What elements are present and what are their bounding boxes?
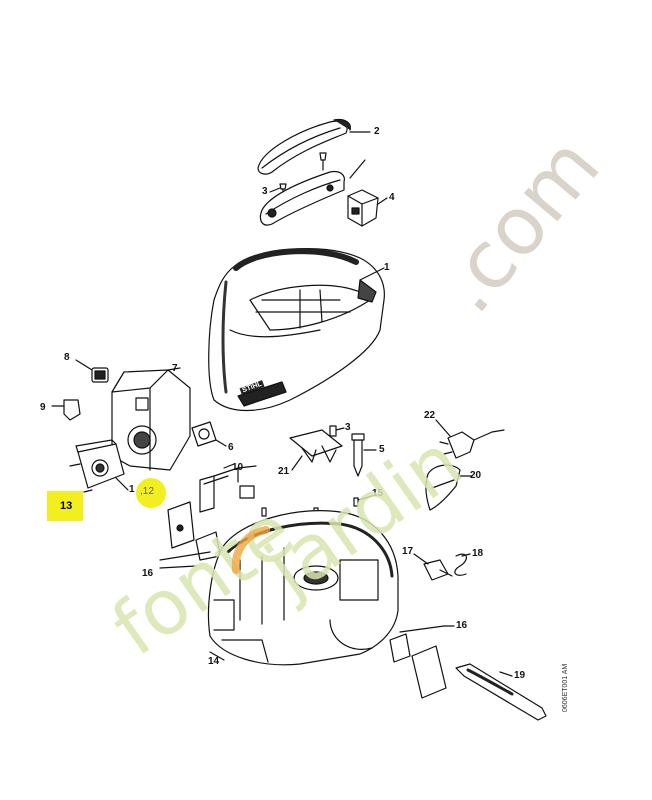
part-5-pin [351, 433, 365, 477]
part-9-clip [63, 399, 81, 421]
part-14-base [207, 510, 399, 666]
part-16-left [159, 501, 221, 561]
part-label: 20 [470, 470, 482, 481]
part-label: 19 [514, 670, 526, 681]
part-label: 4 [389, 192, 395, 203]
part-2-handle-cover [257, 118, 351, 175]
part-label: 8 [64, 352, 70, 363]
part-1-socket [75, 439, 125, 489]
part-label-13: 13 [60, 500, 73, 512]
part-22-plug [439, 429, 505, 459]
part-20-claw [425, 464, 461, 511]
leader-14 [209, 651, 225, 661]
leader-19 [499, 671, 513, 677]
part-label: 3 [345, 422, 351, 433]
part-label: 14 [208, 656, 220, 667]
part-17-clip [423, 559, 453, 581]
part-label: 7 [172, 363, 178, 374]
leader-7 [167, 367, 181, 371]
leader-4 [377, 197, 388, 205]
part-3-screw-top [279, 152, 327, 199]
part-label-12: ,12 [140, 486, 154, 497]
part-label: 15 [372, 488, 384, 499]
leader-3a [269, 187, 281, 193]
part-18-spring [454, 553, 467, 576]
part-6-gasket [191, 421, 217, 447]
leader-16-left [159, 565, 197, 569]
watermark-orange-mark [231, 526, 270, 574]
part-label: 5 [379, 444, 385, 455]
part-label: 16 [456, 620, 468, 631]
part-16-right [389, 625, 447, 699]
part-label: 6 [228, 442, 234, 453]
part-19-strip [455, 663, 547, 721]
document-id: 0606ET001 AM [562, 663, 569, 712]
part-label: 3 [262, 186, 268, 197]
leader-3b [335, 427, 345, 431]
highlight-box-13 [47, 491, 83, 521]
leader-22 [435, 419, 451, 437]
part-7-plate [111, 369, 191, 471]
leader-10 [223, 463, 235, 469]
part-13-screws [69, 463, 93, 493]
leader-18 [461, 553, 471, 557]
part-4-knob [347, 189, 379, 227]
part-label: 10 [232, 462, 244, 473]
leader-1-top [359, 267, 385, 281]
part-3-mid [289, 425, 343, 463]
part-label: 22 [424, 410, 436, 421]
part-label: 1 [384, 262, 390, 273]
part-label: 18 [472, 548, 484, 559]
leader-2b [349, 159, 366, 179]
part-10-bracket [199, 465, 257, 513]
part-handle-base [259, 170, 345, 226]
leader-15 [357, 495, 373, 501]
highlight-circle-12 [136, 478, 166, 508]
part-label: 17 [402, 546, 414, 557]
leader-8 [75, 359, 93, 371]
part-label: 1 [129, 484, 135, 495]
leader-17 [413, 553, 429, 565]
part-8-switch [91, 367, 109, 383]
part-label: 9 [40, 402, 46, 413]
part-label: 2 [374, 126, 380, 137]
part-label: 16 [142, 568, 154, 579]
leader-21 [291, 455, 303, 471]
part-label: 21 [278, 466, 290, 477]
leader-6 [215, 439, 227, 447]
part-1-hood [208, 248, 385, 412]
leader-1-bot [115, 477, 129, 491]
